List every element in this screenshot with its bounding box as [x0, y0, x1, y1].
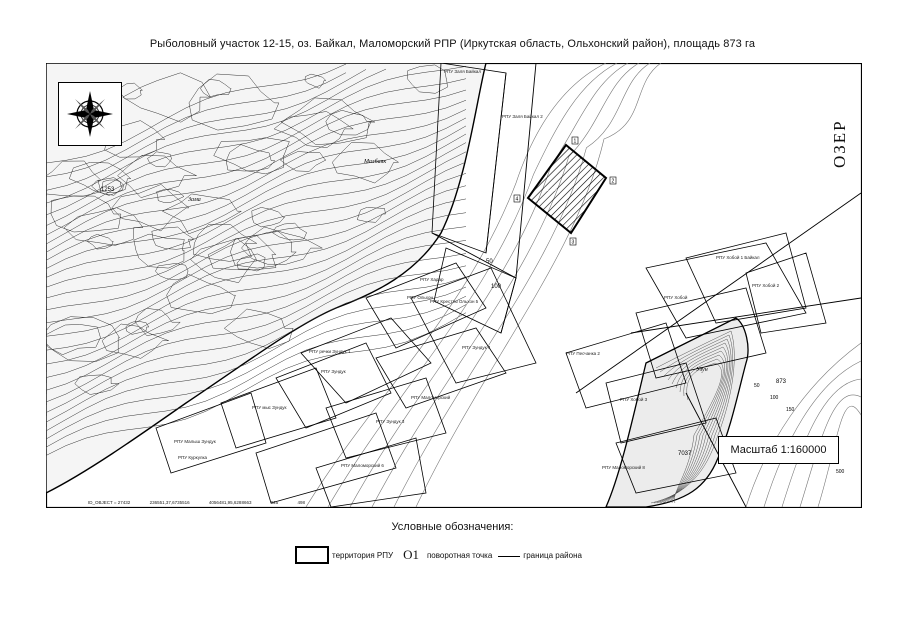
lake-label: ОЗЕР — [830, 119, 849, 168]
depth-label: 50 — [754, 383, 760, 389]
target-parcel-12-15 — [526, 143, 608, 235]
elevation-label: 1253 — [101, 187, 115, 193]
rpu-label: РПУ Малыш Зундук — [174, 439, 216, 444]
rpu-label: РПУ Ольхон — [407, 295, 433, 300]
rpu-territory-swatch — [295, 546, 329, 564]
corner-point-label: 2 — [612, 179, 615, 185]
elevation-label: 50 — [486, 259, 493, 265]
footer-id: ID_OBJECT = 27432 — [88, 500, 131, 505]
page-title: Рыболовный участок 12-15, оз. Байкал, Ма… — [149, 38, 756, 50]
depth-label: 100 — [770, 395, 779, 401]
compass-rose-icon — [58, 82, 122, 146]
elevation-label: 100 — [491, 284, 502, 290]
scale-label: Масштаб 1:160000 — [718, 436, 839, 464]
rpu-label: РПУ Заля Байкал 2 — [502, 113, 543, 119]
footer-coord-2: 4056481,95,6288663 — [208, 500, 252, 505]
rpu-label: РПУ Маломорский 6 — [341, 462, 384, 468]
rpu-label: РПУ Зундук 4 — [462, 345, 491, 350]
target-parcel-label: 12-15 — [544, 187, 557, 193]
rpu-label: РПУ Зундук — [321, 369, 346, 374]
turning-point-symbol: О1 — [403, 547, 419, 562]
rpu-label: РПУ Куркулка — [178, 455, 208, 460]
rpu-label: РПУ Хобой 2 — [752, 282, 780, 288]
legend-district-boundary: граница района — [523, 550, 582, 560]
corner-point-label: 1 — [574, 139, 577, 145]
footer-value-1: 925 — [270, 500, 279, 505]
elevation-label: 7037 — [678, 451, 692, 457]
legend-turning-point: поворотная точка — [426, 550, 493, 560]
rpu-label: РПУ Заля Байкал — [444, 68, 481, 74]
place-label: Узун — [696, 367, 708, 373]
rpu-label: РПУ Крестты Ольхон 5 — [430, 299, 479, 304]
rpu-label: РПУ Хобой 1 Байкал — [716, 254, 760, 260]
footer-coord-1: 236551,37,6735516 — [149, 500, 190, 505]
legend-rpu-territory: территория РПУ — [332, 550, 394, 560]
rpu-label: РПУ Маломорский 8 — [602, 464, 645, 470]
corner-point-label: 4 — [516, 197, 519, 203]
rpu-label: РПУ Хадар — [420, 277, 444, 282]
rpu-label: РПУ Хобой — [664, 294, 688, 300]
map-footer-strip: ID_OBJECT = 27432 236551,37,6735516 4056… — [88, 500, 323, 505]
rpu-label: РПУ Хобой 3 — [620, 396, 648, 402]
depth-label: 150 — [786, 407, 795, 413]
rpu-label: РПУ речки Зундук 1 — [309, 349, 351, 354]
place-label: Зама — [188, 197, 201, 203]
rpu-label: РПУ Маломорский — [411, 394, 451, 400]
legend-title: Условные обозначения: — [391, 521, 514, 533]
legend: территория РПУ О1 поворотная точка грани… — [295, 544, 582, 566]
depth-label: 500 — [836, 469, 845, 475]
rpu-label: РПУ Песчанка 2 — [566, 351, 600, 356]
elevation-label: 873 — [776, 379, 787, 385]
footer-value-2: 498 — [297, 500, 306, 505]
rpu-label: РПУ Зундук 3 — [376, 419, 405, 424]
boundary-line-swatch — [498, 555, 521, 557]
land-terrain — [46, 63, 487, 494]
rpu-label: РПУ мыс Зундук — [252, 405, 287, 410]
place-label: Малбаяк — [363, 158, 386, 165]
corner-point-label: 3 — [572, 240, 575, 246]
